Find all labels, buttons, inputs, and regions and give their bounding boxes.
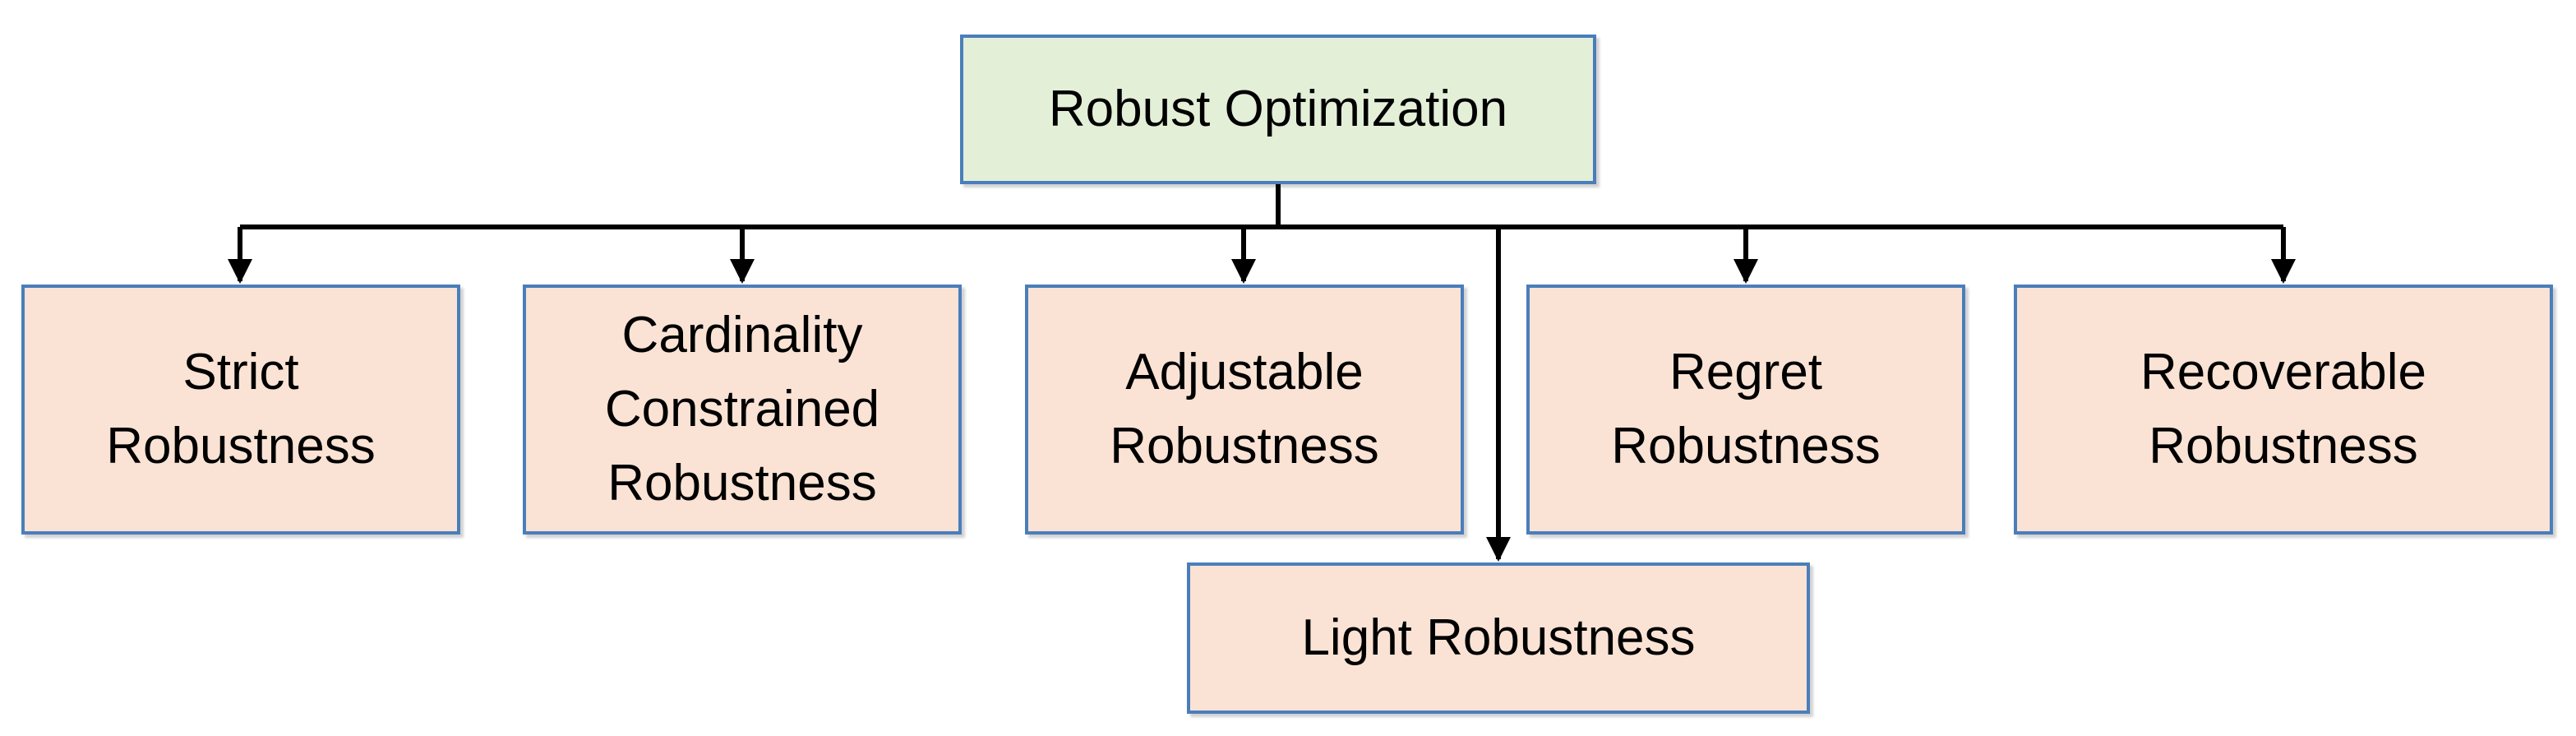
root-node-label: Robust Optimization (1048, 81, 1508, 138)
node-label: Recoverable Robustness (2140, 336, 2426, 484)
node-label: Light Robustness (1301, 601, 1695, 675)
node-label-line: Robustness (607, 454, 877, 511)
node-label-line: Cardinality (621, 307, 863, 364)
node-label: Strict Robustness (106, 336, 375, 484)
node-recoverable-robustness: Recoverable Robustness (2014, 285, 2553, 535)
node-label-line: Recoverable (2140, 344, 2427, 401)
node-label-line: Constrained (604, 381, 880, 438)
node-label: Cardinality Constrained Robustness (605, 299, 879, 521)
node-label-line: Light Robustness (1301, 609, 1696, 667)
node-light-robustness: Light Robustness (1187, 562, 1810, 714)
node-label: Adjustable Robustness (1110, 336, 1378, 484)
node-strict-robustness: Strict Robustness (21, 285, 460, 535)
node-label-line: Robustness (1110, 418, 1379, 474)
node-label-line: Strict (182, 344, 299, 401)
node-label-line: Regret (1669, 344, 1823, 401)
root-node-robust-optimization: Robust Optimization (960, 35, 1596, 184)
node-cardinality-constrained-robustness: Cardinality Constrained Robustness (523, 285, 962, 535)
node-label-line: Adjustable (1125, 344, 1364, 401)
node-label-line: Robustness (2149, 418, 2418, 474)
node-label-line: Robustness (1611, 418, 1881, 474)
node-label-line: Robustness (106, 418, 376, 474)
node-regret-robustness: Regret Robustness (1526, 285, 1965, 535)
node-adjustable-robustness: Adjustable Robustness (1025, 285, 1464, 535)
node-label: Regret Robustness (1611, 336, 1880, 484)
